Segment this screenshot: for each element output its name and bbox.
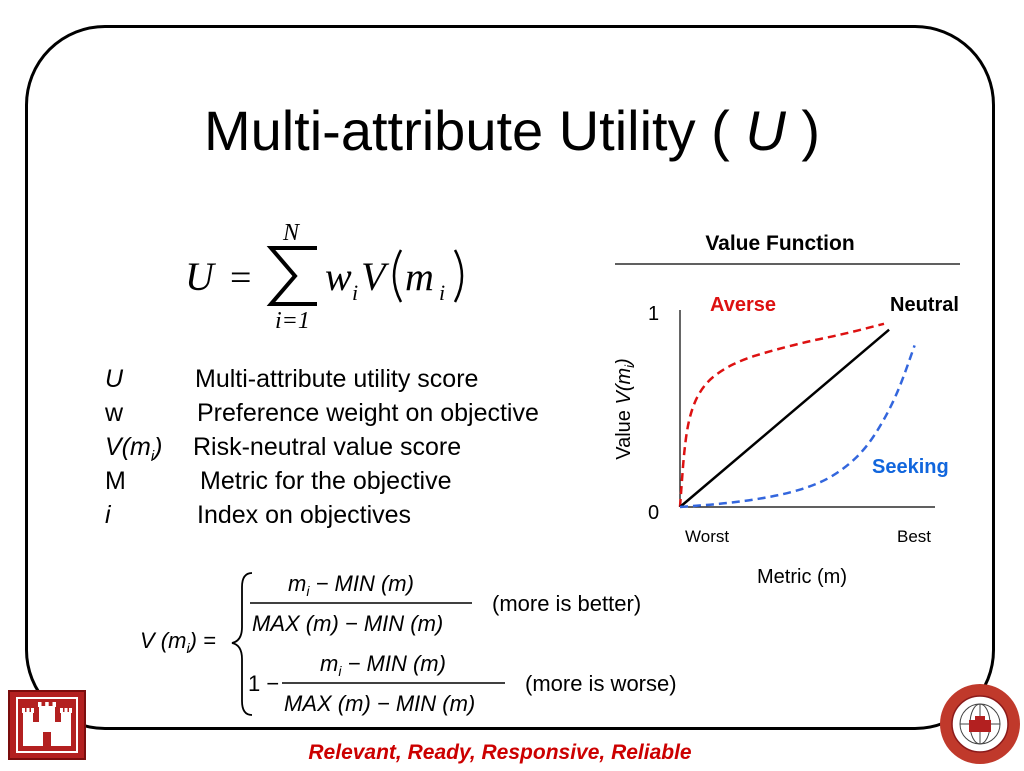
- formula-left-paren: [392, 249, 403, 303]
- footer-tagline: Relevant, Ready, Responsive, Reliable: [308, 741, 692, 764]
- case2-note: (more is worse): [525, 671, 677, 696]
- vformula-lhs: V (mi) =: [140, 628, 216, 656]
- definition-symbol: V(mi): [105, 433, 163, 465]
- definition-text: Multi-attribute utility score: [195, 365, 479, 393]
- series-line-seeking: [679, 345, 916, 509]
- definition-symbol: M: [105, 467, 126, 495]
- case2-numerator: mi − MIN (m): [320, 651, 446, 679]
- sigma-symbol: [266, 246, 317, 306]
- formula-equals: =: [230, 257, 251, 299]
- utility-formula: U = N i=1 w i V m i: [185, 220, 464, 334]
- case1-numerator: mi − MIN (m): [288, 571, 414, 599]
- formula-lhs: U: [185, 254, 217, 299]
- castle-logo: [8, 690, 86, 760]
- definition-text: Preference weight on objective: [197, 399, 539, 427]
- series-label-neutral: Neutral: [890, 294, 959, 316]
- vformula-brace: [231, 572, 253, 716]
- series-line-averse: [678, 322, 885, 508]
- value-score-formula: V (mi) = mi − MIN (m) MAX (m) − MIN (m) …: [140, 571, 677, 716]
- case2-prefix: 1 −: [248, 671, 279, 696]
- seal-logo: [938, 682, 1022, 766]
- formula-upper-limit: N: [282, 220, 301, 246]
- definition-text: Index on objectives: [197, 501, 412, 529]
- x-tick-label-min: Worst: [685, 527, 729, 546]
- definition-symbol: i: [105, 501, 111, 529]
- definition-text: Risk-neutral value score: [193, 433, 462, 461]
- x-tick-label-max: Best: [897, 527, 931, 546]
- definition-text: Metric for the objective: [200, 467, 452, 495]
- formula-lower-limit: i=1: [275, 308, 310, 334]
- formula-metric-sub: i: [439, 280, 445, 305]
- y-tick-label-min: 0: [648, 502, 659, 524]
- formula-right-paren: [453, 249, 464, 303]
- title-symbol: U: [745, 99, 786, 162]
- definition-symbol: U: [105, 365, 124, 393]
- value-function-chart: Value Function 1 0 Worst Best Metric (m)…: [613, 232, 960, 588]
- case1-note: (more is better): [492, 591, 641, 616]
- slide-title: Multi-attribute Utility ( U ): [203, 99, 821, 162]
- y-tick-label-max: 1: [648, 303, 659, 325]
- formula-metric: m: [405, 254, 434, 299]
- case2-denominator: MAX (m) − MIN (m): [284, 691, 475, 716]
- formula-weight-sub: i: [352, 280, 358, 305]
- formula-weight: w: [325, 254, 352, 299]
- case1-denominator: MAX (m) − MIN (m): [252, 611, 443, 636]
- x-axis-label: Metric (m): [757, 566, 847, 588]
- definition-symbol: w: [105, 399, 124, 427]
- chart-title: Value Function: [705, 232, 854, 255]
- y-axis-label: Value V(mi): [613, 358, 637, 459]
- series-label-seeking: Seeking: [872, 456, 949, 478]
- formula-value-fn: V: [361, 254, 390, 299]
- series-label-averse: Averse: [710, 294, 776, 316]
- series-line-neutral: [679, 328, 890, 508]
